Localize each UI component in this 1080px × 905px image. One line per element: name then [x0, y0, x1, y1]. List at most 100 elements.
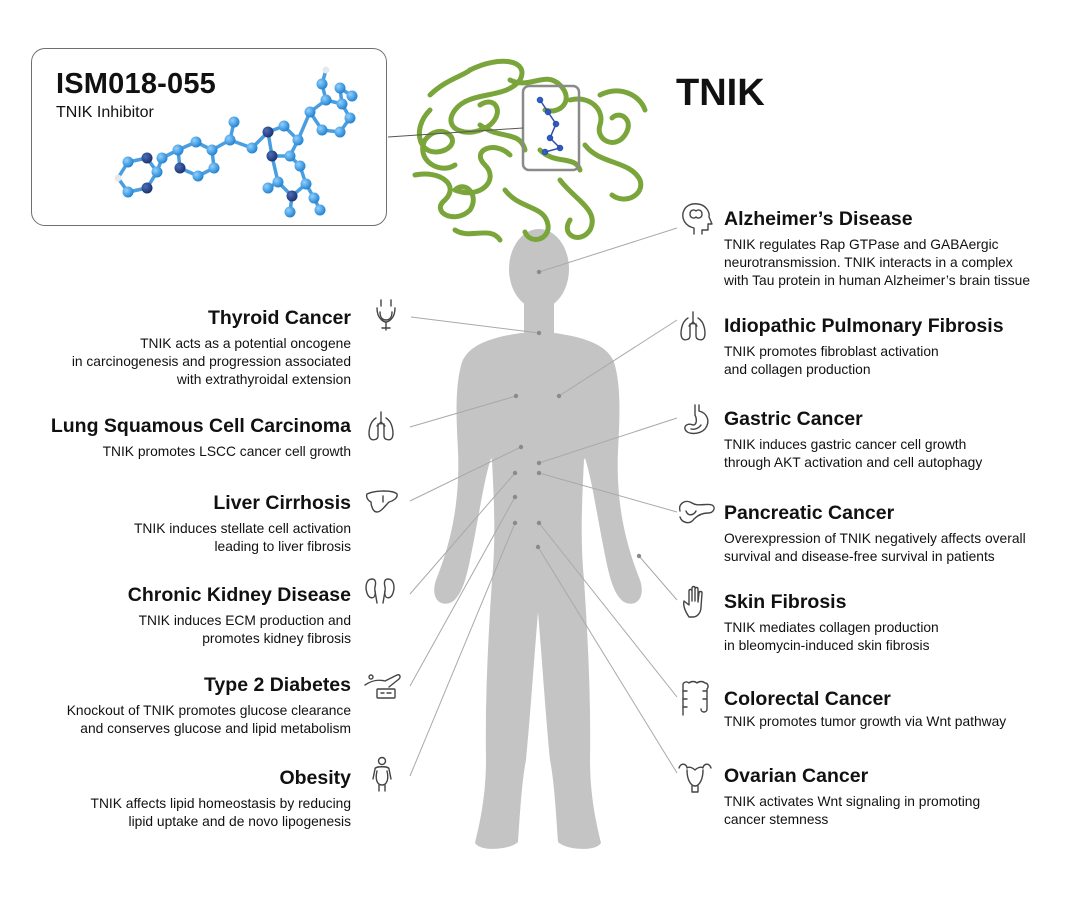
molecule-structure-image	[114, 66, 358, 218]
description-line: with Tau protein in human Alzheimer’s br…	[724, 273, 1030, 288]
disease-title: Chronic Kidney Disease	[127, 584, 351, 606]
molecule-atom	[122, 156, 134, 168]
disease-chronic-kidney-disease: Chronic Kidney Disease TNIK induces ECM …	[128, 583, 351, 648]
disease-type-2-diabetes: Type 2 Diabetes Knockout of TNIK promote…	[67, 673, 351, 738]
molecule-atom	[304, 106, 316, 118]
uterus-icon	[678, 763, 712, 793]
molecule-atom	[266, 150, 278, 162]
disease-description: TNIK mediates collagen production in ble…	[724, 619, 939, 655]
disease-alzheimers-disease: Alzheimer’s Disease TNIK regulates Rap G…	[724, 207, 1030, 290]
connector-line	[409, 522, 516, 777]
disease-title: Lung Squamous Cell Carcinoma	[50, 415, 351, 437]
disease-title: Liver Cirrhosis	[213, 492, 351, 514]
description-line: and conserves glucose and lipid metaboli…	[80, 721, 351, 736]
molecule-atom	[292, 134, 304, 146]
molecule-atom	[228, 116, 240, 128]
molecule-atom	[156, 152, 168, 164]
disease-description: Knockout of TNIK promotes glucose cleara…	[67, 702, 351, 738]
organ-marker-dot	[536, 460, 542, 466]
molecule-name: ISM018-055	[56, 68, 216, 100]
disease-title: Pancreatic Cancer	[724, 502, 895, 524]
disease-liver-cirrhosis: Liver Cirrhosis TNIK induces stellate ce…	[134, 491, 351, 556]
molecule-atom	[262, 182, 274, 194]
thyroid-icon	[376, 299, 396, 331]
disease-title: Skin Fibrosis	[724, 591, 847, 613]
molecule-atom	[320, 94, 332, 106]
description-line: TNIK acts as a potential oncogene	[140, 336, 351, 351]
molecule-atom	[172, 144, 184, 156]
connector-lines	[409, 227, 678, 777]
molecule-atom	[272, 176, 284, 188]
disease-pancreatic-cancer: Pancreatic Cancer Overexpression of TNIK…	[724, 501, 1026, 566]
description-line: neurotransmission. TNIK interacts in a c…	[724, 255, 1013, 270]
connector-line	[538, 522, 678, 698]
description-line: and collagen production	[724, 362, 871, 377]
lungs-icon	[368, 411, 394, 441]
disease-gastric-cancer: Gastric Cancer TNIK induces gastric canc…	[724, 407, 982, 472]
disease-description: TNIK activates Wnt signaling in promotin…	[724, 793, 980, 829]
disease-description: TNIK acts as a potential oncogene in car…	[72, 335, 351, 389]
disease-description: TNIK promotes fibroblast activation and …	[724, 343, 1004, 379]
molecule-subtitle: TNIK Inhibitor	[56, 104, 154, 121]
connector-line	[638, 555, 678, 601]
molecule-atom	[174, 162, 186, 174]
intestine-icon	[682, 680, 709, 716]
disease-ovarian-cancer: Ovarian Cancer TNIK activates Wnt signal…	[724, 764, 980, 829]
disease-description: TNIK induces gastric cancer cell growth …	[724, 436, 982, 472]
organ-marker-dot	[536, 330, 542, 336]
disease-title: Ovarian Cancer	[724, 765, 869, 787]
description-line: TNIK promotes tumor growth via Wnt pathw…	[724, 714, 1007, 729]
description-line: through AKT activation and cell autophag…	[724, 455, 983, 470]
connector-line	[538, 472, 678, 513]
description-line: TNIK induces ECM production and	[138, 613, 351, 628]
disease-title: Obesity	[279, 767, 351, 789]
molecule-atom	[336, 98, 348, 110]
disease-title: Gastric Cancer	[724, 408, 863, 430]
disease-thyroid-cancer: Thyroid Cancer TNIK acts as a potential …	[72, 306, 351, 389]
molecule-atom	[308, 192, 320, 204]
molecule-atom	[294, 160, 306, 172]
organ-marker-dot	[512, 470, 518, 476]
disease-title: Alzheimer’s Disease	[724, 208, 913, 230]
molecule-atom	[224, 134, 236, 146]
description-line: TNIK promotes fibroblast activation	[724, 344, 939, 359]
molecule-atom	[284, 150, 296, 162]
person-icon	[372, 756, 392, 792]
disease-description: TNIK induces stellate cell activation le…	[134, 520, 351, 556]
description-line: in bleomycin-induced skin fibrosis	[724, 638, 930, 653]
description-line: promotes kidney fibrosis	[202, 631, 351, 646]
molecule-atom	[334, 126, 346, 138]
organ-marker-dot	[512, 520, 518, 526]
kidneys-icon	[365, 578, 395, 604]
hand-icon	[683, 585, 703, 618]
organ-marker-dot	[513, 393, 519, 399]
connector-line	[538, 417, 678, 464]
human-body-silhouette	[434, 229, 642, 849]
molecule-atom	[206, 144, 218, 156]
disease-skin-fibrosis: Skin Fibrosis TNIK mediates collagen pro…	[724, 590, 939, 655]
liver-icon	[365, 490, 398, 513]
molecule-atom	[262, 126, 274, 138]
disease-description: TNIK induces ECM production and promotes…	[128, 612, 351, 648]
molecule-atom	[344, 112, 356, 124]
description-line: TNIK promotes LSCC cancer cell growth	[102, 444, 351, 459]
molecule-atom	[246, 142, 258, 154]
connector-line	[537, 546, 678, 774]
disease-title: Thyroid Cancer	[207, 307, 351, 329]
molecule-atom	[122, 186, 134, 198]
disease-lung-squamous-cell-carcinoma: Lung Squamous Cell Carcinoma TNIK promot…	[51, 414, 351, 461]
disease-title: Idiopathic Pulmonary Fibrosis	[724, 315, 1004, 337]
description-line: lipid uptake and de novo lipogenesis	[128, 814, 351, 829]
molecule-atom	[192, 170, 204, 182]
connector-line	[558, 319, 678, 397]
pancreas-icon	[678, 500, 715, 524]
molecule-atom	[334, 82, 346, 94]
bound-ligand	[536, 96, 564, 156]
zoom-connector-line	[387, 127, 524, 138]
brain-head-icon	[682, 203, 713, 235]
description-line: with extrathyroidal extension	[176, 372, 351, 387]
molecule-atom	[322, 66, 330, 74]
molecule-atom	[300, 178, 312, 190]
connector-line	[409, 472, 516, 595]
